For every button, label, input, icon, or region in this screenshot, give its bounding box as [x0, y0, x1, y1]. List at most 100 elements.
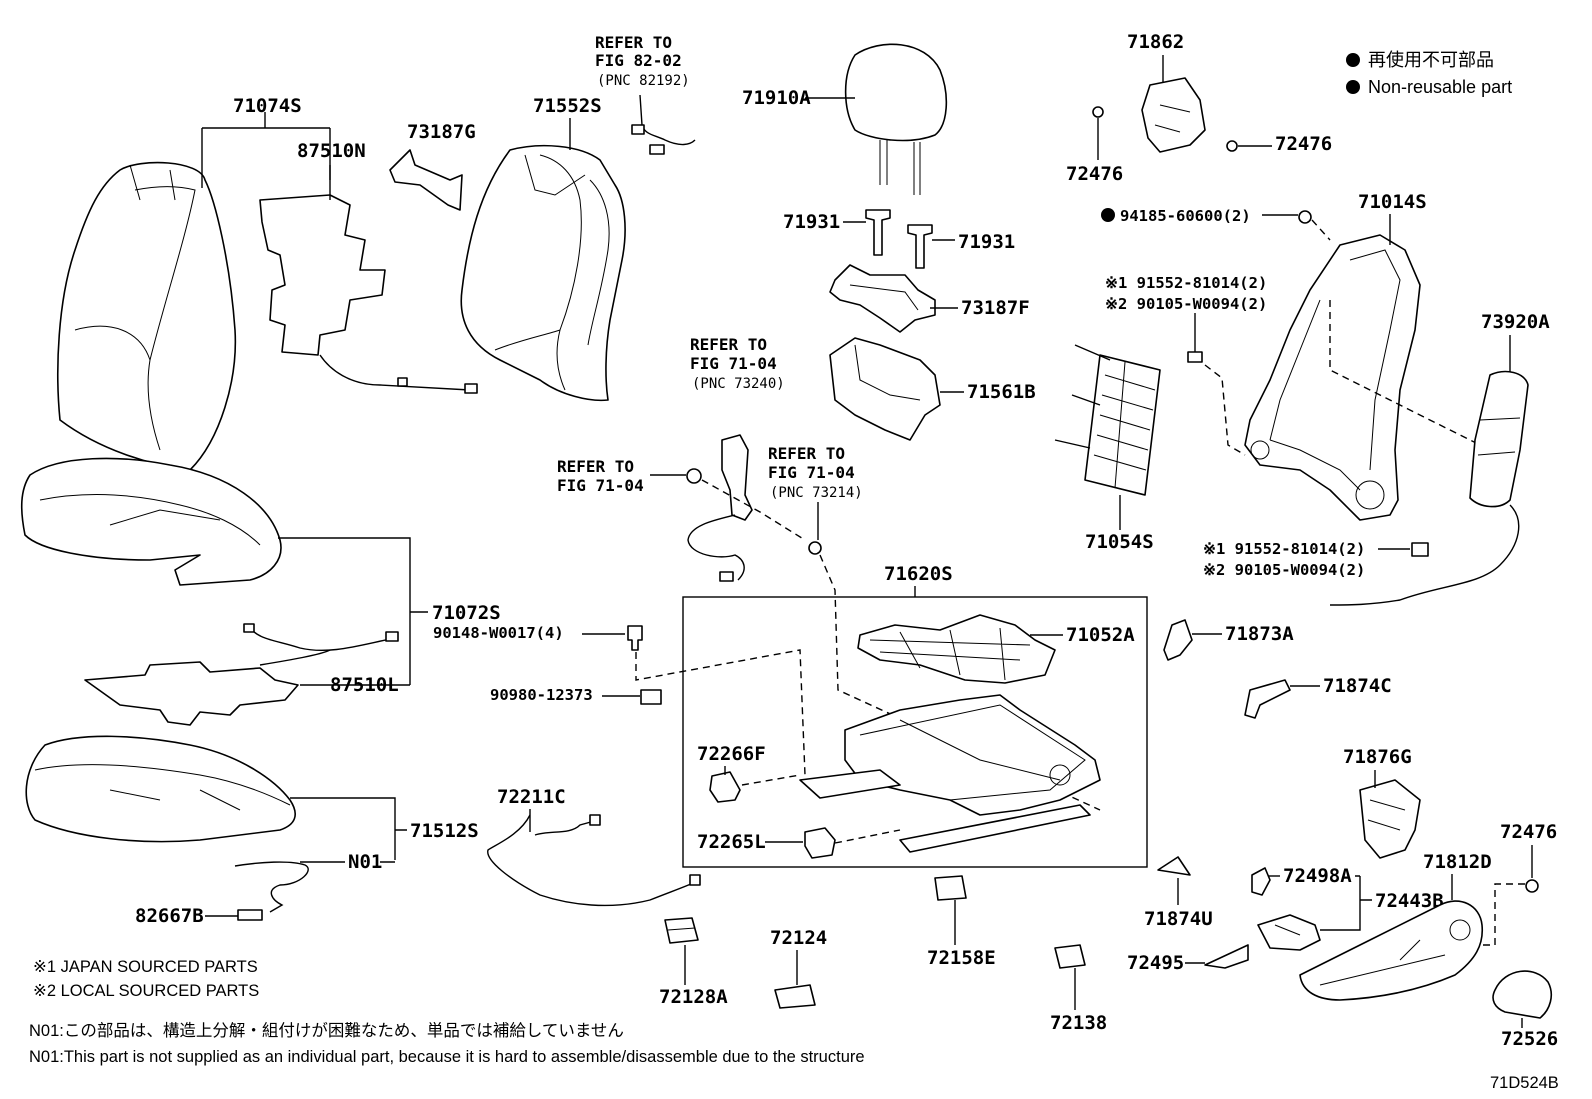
- legend: 再使用不可部品 Non-reusable part: [1346, 50, 1512, 97]
- seat-track-assembly-box: 71620S: [682, 563, 1148, 868]
- svg-text:REFER TO: REFER TO: [595, 33, 672, 52]
- seat-track-frame-drawing: [799, 694, 1101, 853]
- legend-item-en: Non-reusable part: [1368, 77, 1512, 97]
- part-label-73187F: 73187F: [961, 297, 1030, 319]
- motor-72265L-drawing: [804, 827, 901, 859]
- part-label-90980-12373: 90980-12373: [490, 686, 593, 704]
- svg-text:FIG 71-04: FIG 71-04: [690, 354, 777, 373]
- side-airbag-drawing: [1329, 370, 1529, 606]
- part-label-N01: N01: [348, 851, 382, 873]
- shield-71876G-drawing: [1359, 779, 1421, 859]
- knob-72498A-drawing: [1251, 867, 1271, 896]
- part-label-91552-81014-lower: ※1 91552-81014(2): [1203, 540, 1365, 558]
- legend-item-jp: 再使用不可部品: [1368, 50, 1494, 70]
- part-label-94185-60600: 94185-60600(2): [1120, 207, 1251, 225]
- seat-cushion-pad-drawing: [20, 457, 282, 586]
- part-label-72124: 72124: [770, 927, 827, 949]
- part-label-72158E: 72158E: [927, 947, 996, 969]
- part-label-72498A: 72498A: [1283, 865, 1352, 887]
- part-label-72476-top-right: 72476: [1275, 133, 1332, 155]
- cushion-wire-harness-drawing: [234, 861, 309, 921]
- svg-text:(PNC 73214): (PNC 73214): [770, 485, 863, 501]
- cushion-spring-drawing: [857, 614, 1056, 684]
- seatback-cover-drawing: [57, 161, 237, 471]
- adjuster-cable-drawing: [487, 814, 701, 907]
- part-label-72265L: 72265L: [697, 831, 766, 853]
- part-label-72266F: 72266F: [697, 743, 766, 765]
- cover-71874C-drawing: [1244, 679, 1291, 719]
- seatback-spring-drawing: [1054, 344, 1161, 496]
- part-label-71910A: 71910A: [742, 87, 811, 109]
- side-shield-71812D-drawing: [1299, 900, 1484, 1001]
- part-label-72526: 72526: [1501, 1028, 1558, 1050]
- refer-fig-71-04-73240: REFER TO FIG 71-04 (PNC 73240): [690, 335, 785, 392]
- part-label-71812D: 71812D: [1423, 851, 1492, 873]
- bracket-73187G-drawing: [389, 149, 463, 211]
- part-label-90148-W0017: 90148-W0017(4): [433, 624, 564, 642]
- part-label-71931-left: 71931: [783, 211, 840, 233]
- svg-text:FIG 71-04: FIG 71-04: [557, 476, 644, 495]
- part-label-71014S: 71014S: [1358, 191, 1427, 213]
- part-label-72138: 72138: [1050, 1012, 1107, 1034]
- part-label-71561B: 71561B: [967, 381, 1036, 403]
- seat-cushion-cover-drawing: [25, 735, 296, 843]
- svg-text:REFER TO: REFER TO: [557, 457, 634, 476]
- part-label-71862: 71862: [1127, 31, 1184, 53]
- note-local-sourced: ※2 LOCAL SOURCED PARTS: [33, 982, 259, 1000]
- clip-72138-drawing: [1054, 944, 1086, 969]
- part-label-87510N: 87510N: [297, 140, 366, 162]
- non-reusable-marker-icon: [1346, 80, 1360, 94]
- notes: ※1 JAPAN SOURCED PARTS ※2 LOCAL SOURCED …: [29, 958, 865, 1066]
- part-label-71552S: 71552S: [533, 95, 602, 117]
- part-label-71874U: 71874U: [1144, 908, 1213, 930]
- part-label-72128A: 72128A: [659, 986, 728, 1008]
- part-label-91552-81014-upper: ※1 91552-81014(2): [1105, 274, 1267, 292]
- part-label-87510L: 87510L: [330, 674, 399, 696]
- cover-71873A-drawing: [1163, 619, 1193, 661]
- clip-72158E-drawing: [934, 875, 967, 901]
- svg-text:FIG 82-02: FIG 82-02: [595, 51, 682, 70]
- note-n01-jp: N01:この部品は、構造上分解・組付けが困難なため、単品では補給していません: [29, 1021, 624, 1040]
- knob-72526-drawing: [1492, 970, 1552, 1019]
- part-label-72476-bottom: 72476: [1500, 821, 1557, 843]
- part-label-71072S: 71072S: [432, 602, 501, 624]
- part-label-72211C: 72211C: [497, 786, 566, 808]
- clip-72124-drawing: [774, 984, 816, 1009]
- part-label-71054S: 71054S: [1085, 531, 1154, 553]
- non-reusable-marker-icon: [1346, 53, 1360, 67]
- seatback-frame-drawing: [1244, 234, 1421, 521]
- refer-fig-71-04-left: REFER TO FIG 71-04: [557, 457, 806, 541]
- svg-text:FIG 71-04: FIG 71-04: [768, 463, 855, 482]
- part-label-71873A: 71873A: [1225, 623, 1294, 645]
- svg-text:REFER TO: REFER TO: [690, 335, 767, 354]
- part-label-90105-W0094-lower: ※2 90105-W0094(2): [1203, 561, 1365, 579]
- clip-72128A-drawing: [664, 917, 699, 944]
- figure-id: 71D524B: [1490, 1074, 1559, 1092]
- cover-71874U-drawing: [1157, 856, 1191, 876]
- svg-text:(PNC 73240): (PNC 73240): [692, 376, 785, 392]
- label-71074S-group: 71074S: [201, 95, 331, 188]
- part-label-82667B: 82667B: [135, 905, 204, 927]
- part-label-73920A: 73920A: [1481, 311, 1550, 333]
- part-label-72495: 72495: [1127, 952, 1184, 974]
- part-label-71074S: 71074S: [233, 95, 302, 117]
- seatback-lock-cable-drawing: [687, 434, 753, 582]
- adjuster-knob-72266F-drawing: [709, 771, 801, 803]
- svg-text:REFER TO: REFER TO: [768, 444, 845, 463]
- seatback-heater-drawing: [259, 194, 478, 394]
- part-label-72443B: 72443B: [1375, 890, 1444, 912]
- note-n01-en: N01:This part is not supplied as an indi…: [29, 1048, 865, 1066]
- part-label-71620S: 71620S: [884, 563, 953, 585]
- part-label-90105-W0094-upper: ※2 90105-W0094(2): [1105, 295, 1267, 313]
- headrest-drawing: [844, 43, 948, 195]
- headrest-guide-drawing: [865, 209, 933, 269]
- svg-text:(PNC 82192): (PNC 82192): [597, 73, 690, 89]
- switch-72443B-drawing: [1257, 914, 1321, 951]
- cushion-heater-drawing: [84, 623, 399, 726]
- part-label-71874C: 71874C: [1323, 675, 1392, 697]
- part-label-71052A: 71052A: [1066, 624, 1135, 646]
- refer-fig-82-02: REFER TO FIG 82-02 (PNC 82192): [595, 33, 696, 155]
- part-label-71512S: 71512S: [410, 820, 479, 842]
- note-japan-sourced: ※1 JAPAN SOURCED PARTS: [33, 958, 258, 976]
